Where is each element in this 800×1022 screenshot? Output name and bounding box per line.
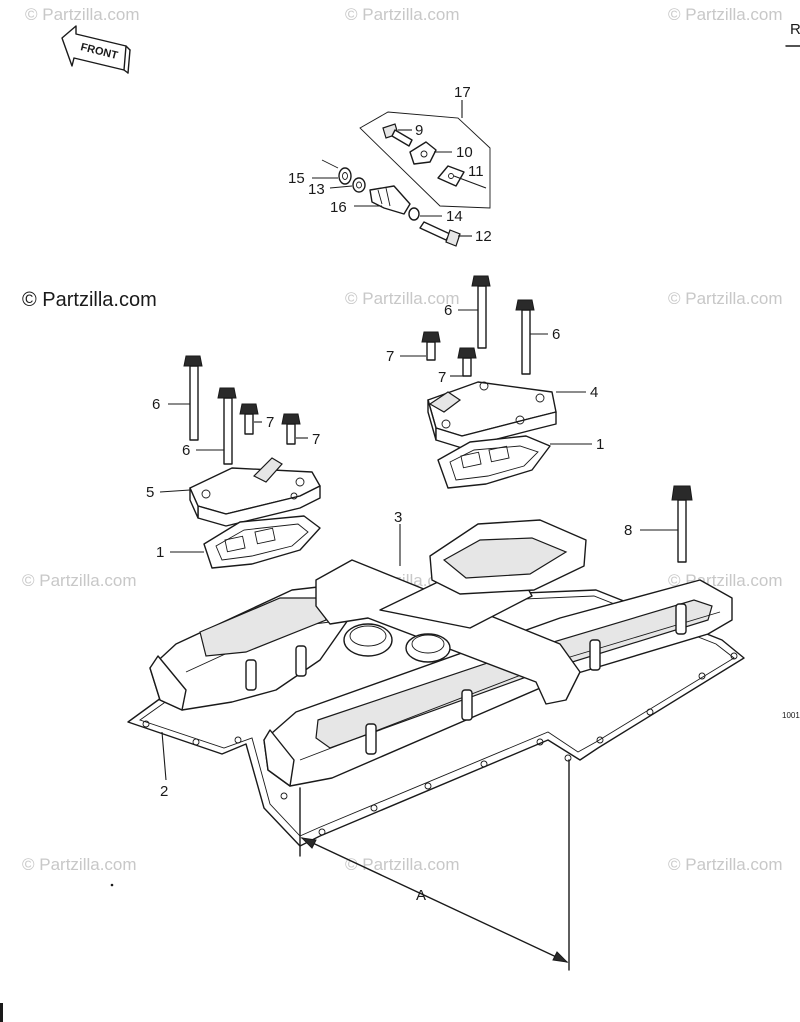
callout: 15 [288, 170, 305, 187]
cover-bosses [245, 603, 687, 755]
callout: 2 [160, 783, 168, 800]
gasket-left [203, 515, 321, 569]
callout: 6 [182, 442, 190, 459]
dimension-a: A [299, 759, 570, 971]
callout: 5 [146, 484, 154, 501]
front-arrow-icon: FRONT [61, 25, 131, 74]
callout-numbers: 17 9 10 11 15 13 16 14 12 6 6 7 7 4 1 6 … [146, 84, 632, 800]
callout: 7 [266, 414, 274, 431]
speck [110, 883, 114, 887]
gasket-right [437, 435, 551, 489]
watermark: © Partzilla.com [25, 5, 140, 24]
watermark: © Partzilla.com [345, 5, 460, 24]
watermark: © Partzilla.com [668, 289, 783, 308]
watermark: © Partzilla.com [22, 571, 137, 590]
oil-pipe-assembly [321, 111, 491, 247]
edge-mark [0, 1003, 3, 1022]
callout: 10 [456, 144, 473, 161]
callout: 16 [330, 199, 347, 216]
callout: 6 [152, 396, 160, 413]
bolts-right [421, 275, 535, 377]
valve-cover-left [189, 457, 321, 527]
watermark: © Partzilla.com [345, 289, 460, 308]
corner-text: R [790, 21, 800, 38]
callout: 6 [552, 326, 560, 343]
callout: 7 [386, 348, 394, 365]
valve-cover-right [427, 381, 557, 449]
watermark: © Partzilla.com [668, 855, 783, 874]
callout: 12 [475, 228, 492, 245]
callout: 1 [596, 436, 604, 453]
watermark-primary: © Partzilla.com [22, 289, 157, 311]
callout: 9 [415, 122, 423, 139]
callout: 17 [454, 84, 471, 101]
dimension-label: A [416, 887, 426, 904]
gasket-holes [142, 652, 738, 836]
watermark: © Partzilla.com [22, 855, 137, 874]
callout: 11 [468, 163, 484, 180]
callout: 1 [156, 544, 164, 561]
callout: 7 [312, 431, 320, 448]
callout: 4 [590, 384, 598, 401]
callout: 6 [444, 302, 452, 319]
callout: 7 [438, 369, 446, 386]
callout: 3 [394, 509, 402, 526]
leader-lines [159, 100, 678, 781]
watermark: © Partzilla.com [345, 855, 460, 874]
side-code: 1001 [782, 711, 800, 720]
callout: 8 [624, 522, 632, 539]
callout: 13 [308, 181, 325, 198]
callout: 14 [446, 208, 463, 225]
watermark: © Partzilla.com [668, 5, 783, 24]
head-cover-main [127, 519, 745, 847]
bolts-left [183, 355, 693, 563]
